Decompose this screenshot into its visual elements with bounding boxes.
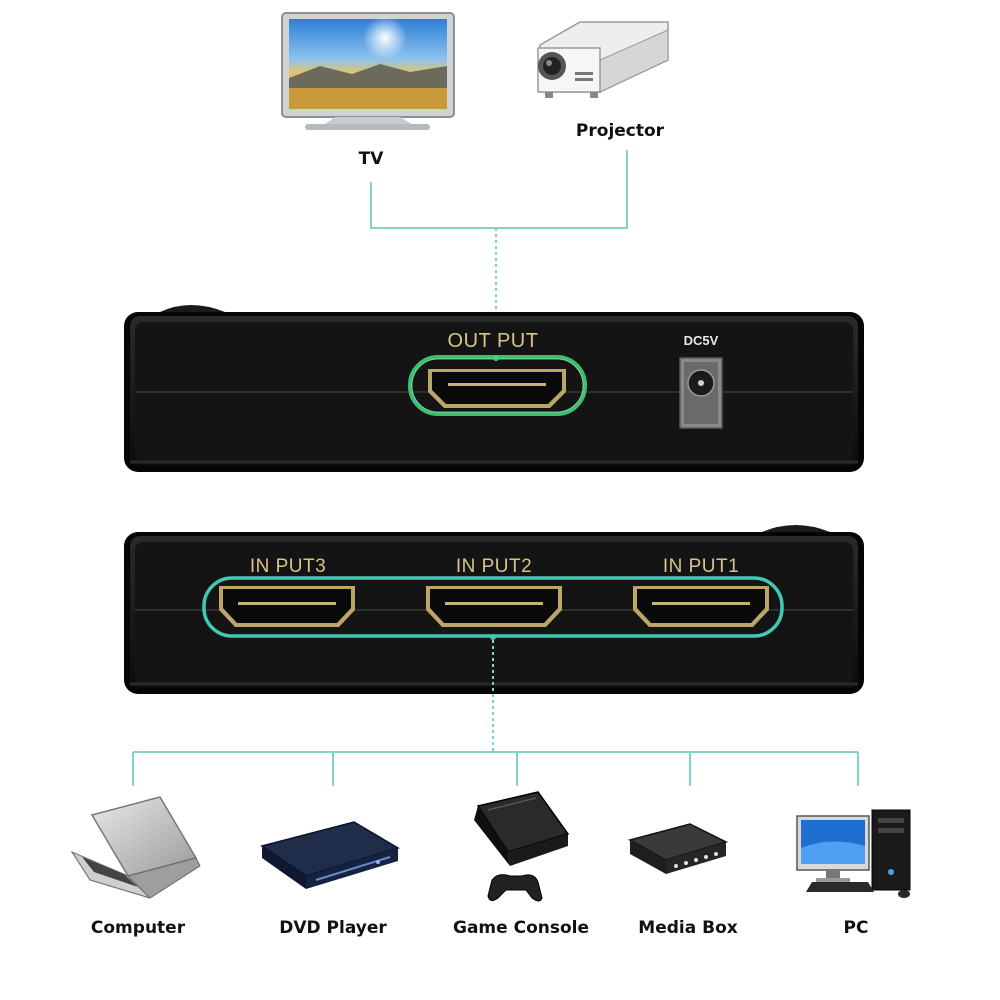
input-port-2-label: IN PUT2 xyxy=(455,556,533,577)
power-jack-label: DC5V xyxy=(683,333,719,348)
projector-icon xyxy=(537,21,669,98)
source-label-pc: PC xyxy=(843,918,869,938)
output-port xyxy=(408,355,587,416)
game-console-icon xyxy=(474,791,570,902)
input-port-3-label: IN PUT3 xyxy=(249,556,327,577)
source-label-media-box: Media Box xyxy=(638,918,738,938)
tv-icon xyxy=(281,12,455,130)
laptop-icon xyxy=(70,796,201,899)
projector-label: Projector xyxy=(575,121,665,141)
input-connector-lines xyxy=(132,640,859,786)
input-connector-dot xyxy=(490,634,496,640)
input-port-1 xyxy=(633,586,769,627)
input-port-3 xyxy=(219,586,355,627)
gamepad-icon xyxy=(487,874,543,902)
dvd-player-icon xyxy=(260,821,400,889)
output-connector-lines xyxy=(370,150,628,356)
source-label-dvd-player: DVD Player xyxy=(279,918,387,938)
output-port-label: OUT PUT xyxy=(447,330,539,352)
desktop-pc-icon xyxy=(796,809,911,898)
power-jack xyxy=(679,357,723,429)
source-label-game-console: Game Console xyxy=(453,918,589,938)
source-label-computer: Computer xyxy=(90,918,186,938)
tv-label: TV xyxy=(358,149,384,169)
media-box-icon xyxy=(628,823,729,874)
input-port-1-label: IN PUT1 xyxy=(662,556,740,577)
input-port-2 xyxy=(426,586,562,627)
output-port-connector-dot xyxy=(493,355,499,361)
